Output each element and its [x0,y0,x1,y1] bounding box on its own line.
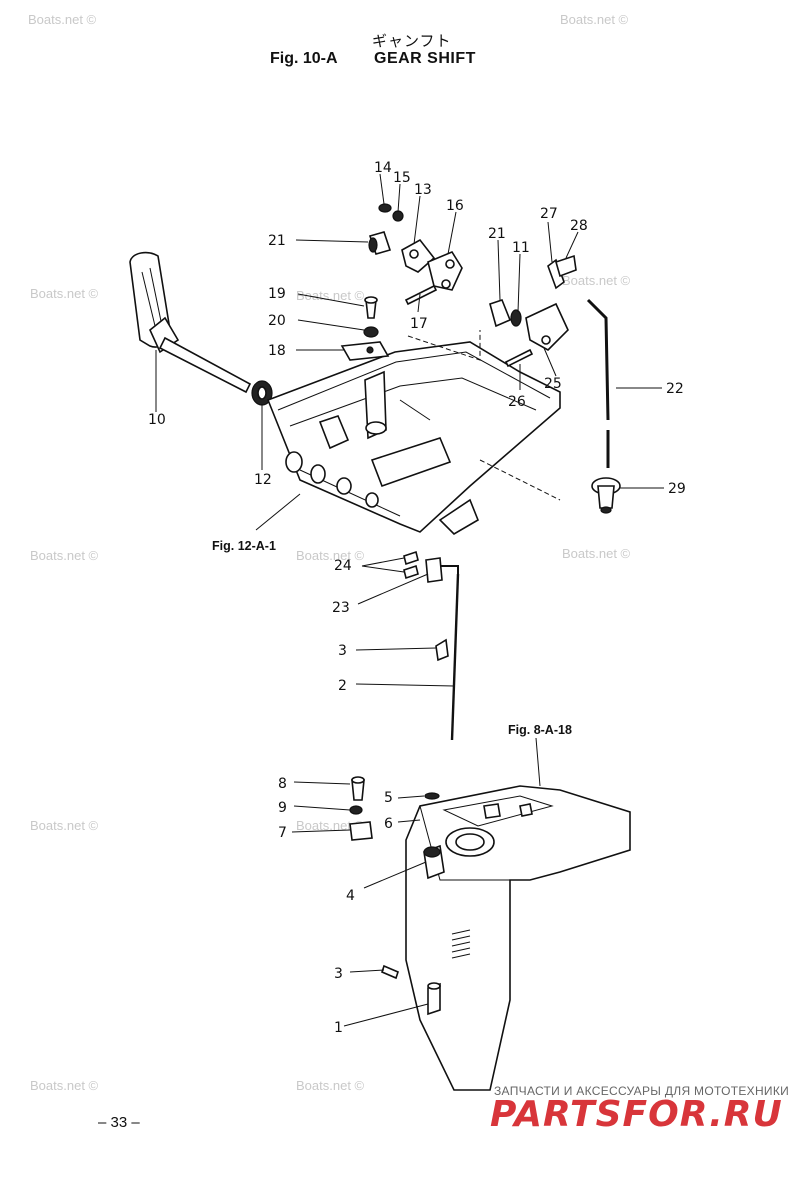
shift-handle [129,251,273,406]
part-label-20: 20 [268,313,286,329]
part-label-21-right: 21 [488,226,506,242]
part-label-15: 15 [393,170,411,186]
watermark-layer: Boats.net © Boats.net © Boats.net © Boat… [28,12,631,1093]
part-label-12: 12 [254,472,272,488]
brand-tagline: ЗАПЧАСТИ И АКСЕССУАРЫ ДЛЯ МОТОТЕХНИКИ [494,1084,790,1098]
watermark: Boats.net © [30,548,99,563]
part-label-24: 24 [334,558,352,574]
part-label-25: 25 [544,376,562,392]
shift-rod-assembly [403,550,460,829]
part-label-17: 17 [410,316,428,332]
watermark: Boats.net © [30,818,99,833]
watermark: Boats.net © [30,286,99,301]
part-label-5: 5 [384,790,393,806]
watermark: Boats.net © [562,273,631,288]
part-label-29: 29 [668,481,686,497]
watermark: Boats.net © [296,288,365,303]
part-label-4: 4 [346,888,355,904]
watermark: Boats.net © [28,12,97,27]
part-label-23: 23 [332,600,350,616]
part-label-10: 10 [148,412,166,428]
figure-title: GEAR SHIFT [374,50,476,67]
watermark: Boats.net © [562,546,631,561]
part-labels: 14 15 13 16 21 21 11 27 28 19 17 20 18 2… [148,160,686,1036]
part-label-18: 18 [268,343,286,359]
part-label-16: 16 [446,198,464,214]
part-label-11: 11 [512,240,530,256]
part-label-1: 1 [334,1020,343,1036]
part-label-26: 26 [508,394,526,410]
figure-number: Fig. 10-A [270,50,338,67]
part-label-8: 8 [278,776,287,792]
watermark: Boats.net © [296,818,365,833]
part-label-13: 13 [414,182,432,198]
part-label-2: 2 [338,678,347,694]
japanese-title: ギャンフト [372,33,452,50]
upper-linkage-parts [340,203,621,514]
part-label-21-left: 21 [268,233,286,249]
part-label-6: 6 [384,816,393,832]
part-label-28: 28 [570,218,588,234]
brand-logo: PARTSFOR.RU [490,1094,783,1135]
watermark: Boats.net © [296,1078,365,1093]
part-label-27: 27 [540,206,558,222]
bottom-cowling [266,341,561,536]
cross-ref-fig-8-a-18: Fig. 8-A-18 [508,723,572,737]
part-label-9: 9 [278,800,287,816]
part-label-14: 14 [374,160,392,176]
part-label-7: 7 [278,825,287,841]
watermark: Boats.net © [296,548,365,563]
page-number: – 33 – [98,1114,140,1131]
part-label-3-lower: 3 [334,966,343,982]
cross-ref-fig-12-a-1: Fig. 12-A-1 [212,539,276,553]
watermark: Boats.net © [30,1078,99,1093]
part-label-22: 22 [666,381,684,397]
leader-lines [155,173,664,1027]
lower-unit-housing [349,776,631,1091]
part-label-3-upper: 3 [338,643,347,659]
watermark: Boats.net © [560,12,629,27]
part-label-19: 19 [268,286,286,302]
